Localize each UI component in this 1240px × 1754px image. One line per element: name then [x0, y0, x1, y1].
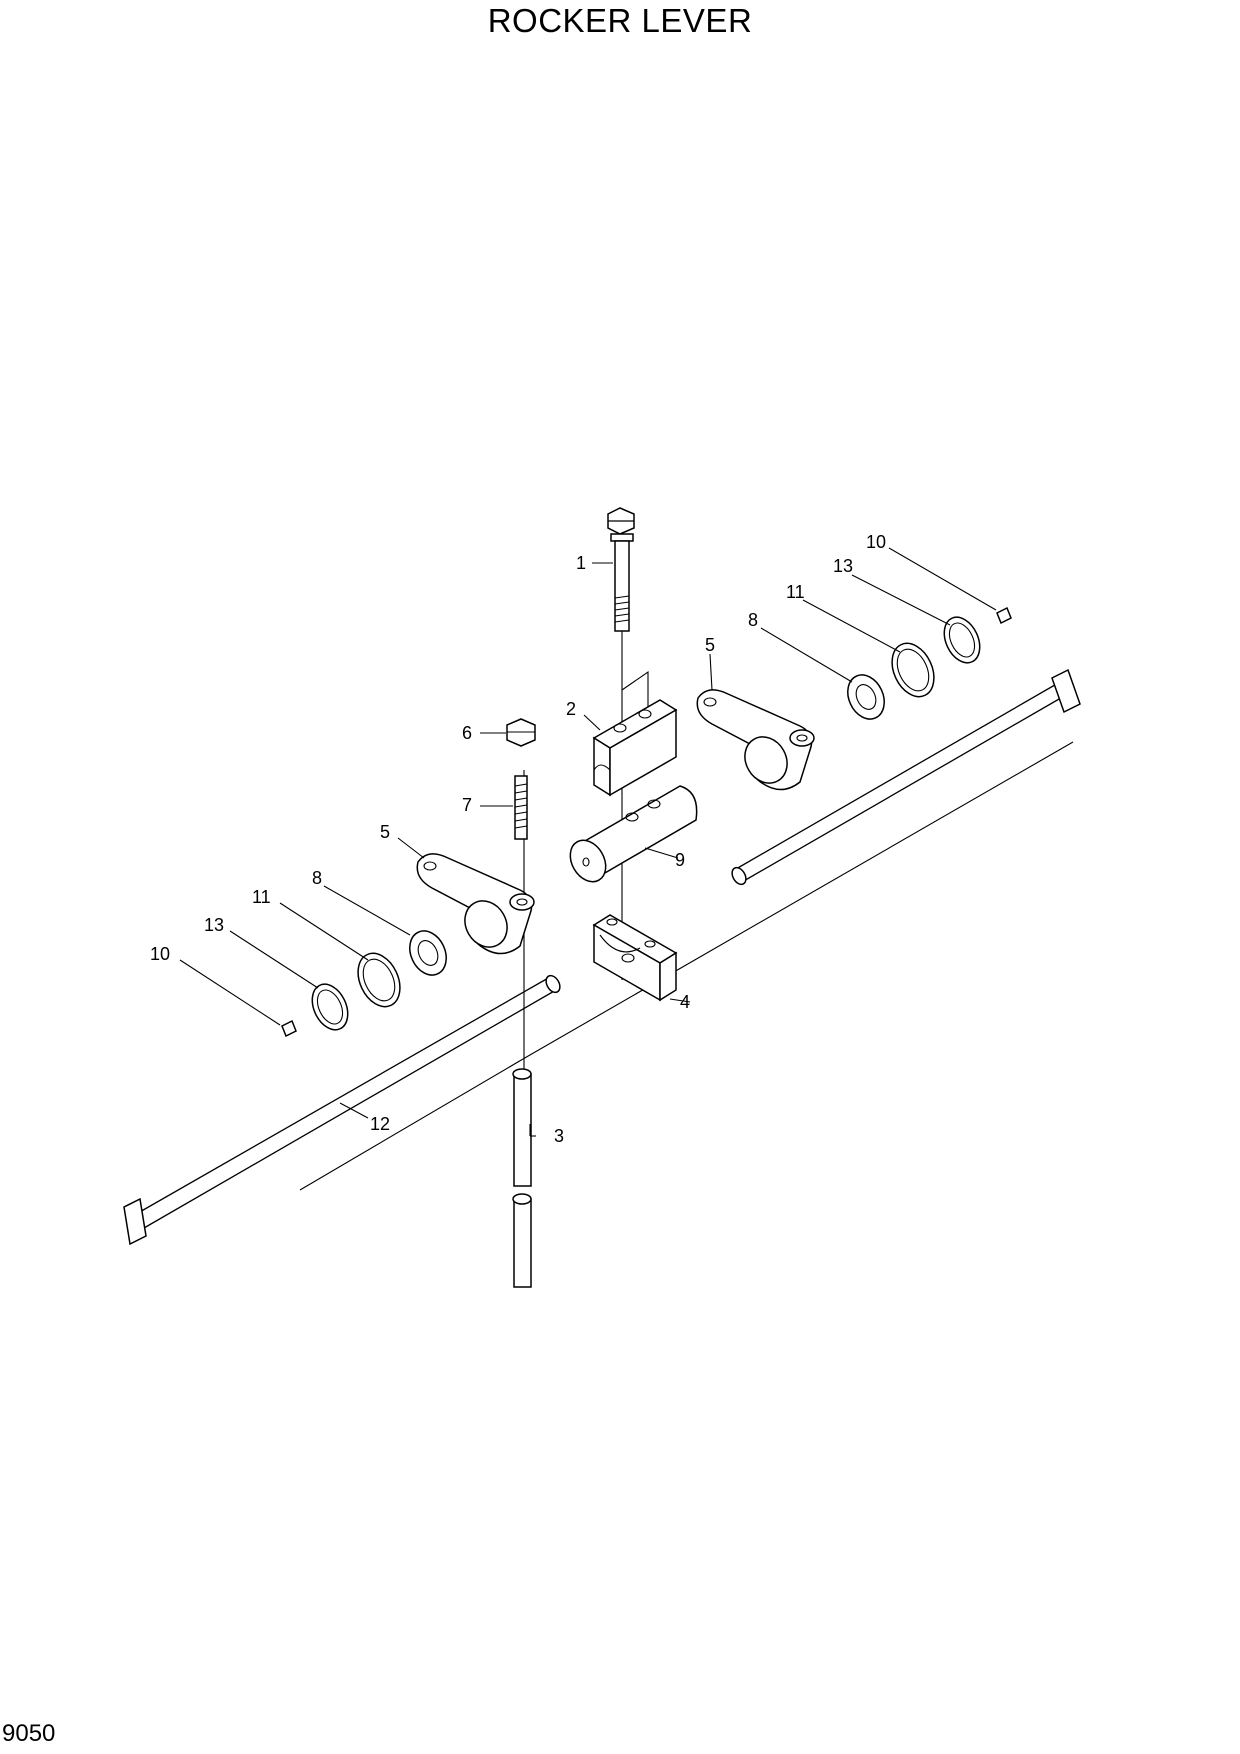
callout-4: 4	[680, 992, 690, 1012]
callout-5-right: 5	[705, 635, 715, 655]
assembly-centerlines	[299, 625, 1074, 1191]
callout-7: 7	[462, 795, 472, 815]
callout-10-left: 10	[150, 944, 170, 964]
part-5-rocker-arm-right	[696, 689, 815, 791]
part-4-lower-bracket	[592, 914, 678, 1002]
part-12-rocker-shaft	[123, 668, 1081, 1246]
callout-9: 9	[675, 850, 685, 870]
callout-13-left: 13	[204, 915, 224, 935]
callout-2: 2	[566, 699, 576, 719]
part-1-bolt	[607, 507, 635, 632]
part-2-upper-bracket	[592, 699, 678, 797]
callout-12: 12	[370, 1114, 390, 1134]
callout-3: 3	[554, 1126, 564, 1146]
part-11-washer-right	[891, 642, 935, 698]
callout-10-right: 10	[866, 532, 886, 552]
part-8-spring-right	[847, 674, 885, 720]
part-7-adjusting-screw	[514, 775, 528, 840]
callout-labels: 1 2 3 4 5 5 6 7 8 8 9 10 10 11 11 12 13 …	[150, 532, 886, 1146]
callout-leaders	[179, 547, 997, 1137]
callout-6: 6	[462, 723, 472, 743]
callout-11-right: 11	[786, 582, 805, 602]
part-8-spring-left	[409, 930, 447, 976]
part-9-pin	[569, 785, 698, 883]
part-13-snap-ring-right	[943, 616, 981, 664]
callout-1: 1	[576, 553, 586, 573]
callout-11-left: 11	[252, 887, 271, 907]
part-13-snap-ring-left	[311, 983, 349, 1031]
part-6-nut	[506, 718, 536, 747]
callout-13-right: 13	[833, 556, 853, 576]
page-number: 9050	[2, 1720, 56, 1747]
part-5-rocker-arm-left	[416, 853, 535, 955]
callout-8-right: 8	[748, 610, 758, 630]
part-10-plug-left	[281, 1019, 297, 1038]
callout-5-left: 5	[380, 822, 390, 842]
page-title: ROCKER LEVER	[487, 2, 753, 39]
callout-8-left: 8	[312, 868, 322, 888]
part-10-plug-right	[996, 606, 1012, 625]
part-11-washer-left	[357, 952, 401, 1008]
part-3-push-rod	[512, 1068, 532, 1288]
